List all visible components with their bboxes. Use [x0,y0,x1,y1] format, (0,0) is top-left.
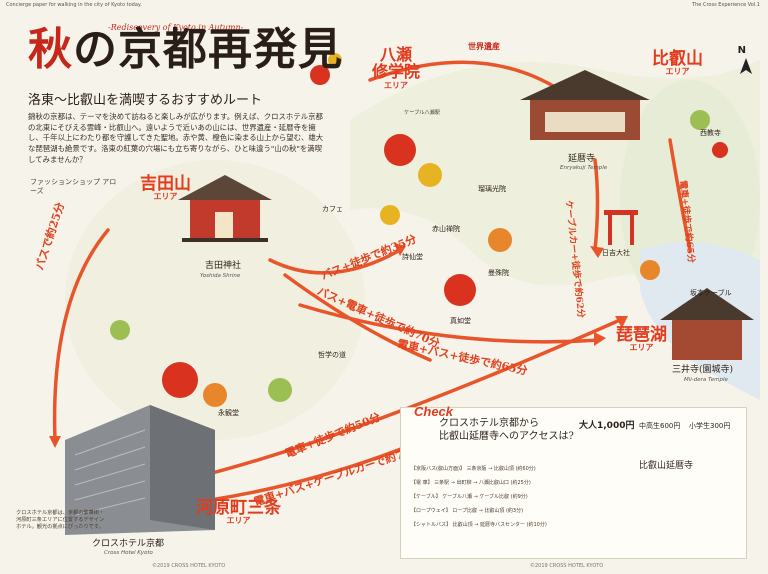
area-kawaramachi: 河原町三条エリア [196,498,281,525]
price-adult: 大人1,000円 [579,421,635,431]
place-enryakuji-en: Enryakuji Temple [560,165,608,171]
place-hiyoshi: 日吉大社 [602,249,630,257]
route-bus-train-walk70 [283,273,432,362]
route-label-world-heritage: 世界遺産 [468,41,500,51]
intro-text: 錦秋の京都は、テーマを決めて訪ねると楽しみが広がります。例えば、クロスホテル京都… [28,112,324,164]
area-yase: 八瀬 修学院エリア [372,47,421,90]
route-train-bus-walk65 [298,303,602,344]
place-enryakuji: 延暦寺 [568,154,596,164]
place-hotel: クロスホテル京都 [92,539,165,549]
access-line-3: 【ケーブル】 ケーブル八瀬 → ケーブル比叡 (約9分) [411,494,528,500]
place-miidera-en: Mii-dera Temple [684,377,728,383]
enryakuji-illustration [520,70,650,140]
access-line-1: 【京阪バス(叡山方面)】 三条京阪 → 比叡山頂 (約60分) [411,466,536,472]
detail-title: 比叡山延暦寺 [639,461,694,471]
place-hotel-en: Cross Hotel Kyoto [104,550,153,556]
title-rest: の京都再発見 [73,24,343,75]
footer-right: ©2019 CROSS HOTEL KYOTO [530,563,604,569]
title-kanji-autumn: 秋 [28,24,73,75]
place-philosophers-path: 哲学の道 [318,351,346,359]
place-saikyoji: 西教寺 [700,129,721,137]
price-middle: 中高生600円 [639,422,681,430]
place-manshuin: 曼殊院 [488,269,509,277]
place-shinnyodo: 真如堂 [450,317,471,325]
place-rurikoin: 瑠璃光院 [478,185,506,193]
place-miidera: 三井寺(園城寺) [672,365,734,375]
hiyoshi-torii-illustration [604,210,638,245]
route-lines [52,60,692,502]
place-sakamoto: 坂本ケーブル [690,289,732,297]
check-label: Check [414,404,454,419]
hotel-building-illustration [65,405,215,535]
place-sekizanzenin: 赤山禅院 [432,225,460,233]
access-line-2: 【電 車】 三条駅 → 出町柳 → 八瀬比叡山口 (約25分) [411,480,531,486]
header-left: Concierge paper for walking in the city … [6,2,142,8]
place-yoshida-en: Yoshida Shrine [200,273,241,279]
area-biwako: 琵琶湖エリア [616,325,667,352]
access-line-4: 【ロープウェイ】 ロープ比叡 → 比叡山頂 (約3分) [411,508,524,514]
area-yoshidayama: 吉田山エリア [140,174,191,201]
fashion-note: ファッションショップ アローズ [30,178,117,196]
route-bus25 [52,228,110,442]
header-right: The Cross Experience Vol.1 [692,2,760,8]
autumn-trees [110,53,728,407]
access-heading: クロスホテル京都から 比叡山延暦寺へのアクセスは? [439,418,574,442]
subtitle: 洛東～比叡山を満喫するおすすめルート [28,93,263,108]
hotel-note: クロスホテル京都は、京都の繁華街・河原町三条エリアに位置するデザインホテル。観光… [16,510,105,530]
page-title: 秋の京都再発見 [28,28,343,72]
footer-left: ©2019 CROSS HOTEL KYOTO [152,563,226,569]
route-world-heritage [368,60,562,92]
price-child: 小学生300円 [689,422,731,430]
route-arrowheads [49,243,628,448]
yoshidayama-ground [65,160,365,440]
route-train-walk50 [183,318,622,482]
access-box: クロスホテル京都から 比叡山延暦寺へのアクセスは? 大人1,000円 中高生60… [400,407,747,559]
place-yoshida: 吉田神社 [205,261,242,271]
mountain-note: ケーブル八瀬駅 [404,110,441,116]
compass-icon [740,58,752,74]
place-shisendo: 詩仙堂 [402,253,423,261]
place-eikando: 永観堂 [218,409,239,417]
place-cafe: カフェ [322,205,343,213]
area-hiei: 比叡山エリア [652,49,703,76]
route-cable-walk62 [593,158,600,252]
yoshida-shrine-illustration [178,175,272,242]
miidera-illustration [660,288,754,360]
title-english: -Rediscovery of Kyoto in Autumn- [108,23,244,32]
route-train-walk65 [668,138,692,252]
compass-label: N [737,45,746,56]
route-bus-walk35 [268,248,402,275]
access-line-5: 【シャトルバス】 比叡山頂 → 延暦寺バスセンター (約10分) [411,522,547,528]
